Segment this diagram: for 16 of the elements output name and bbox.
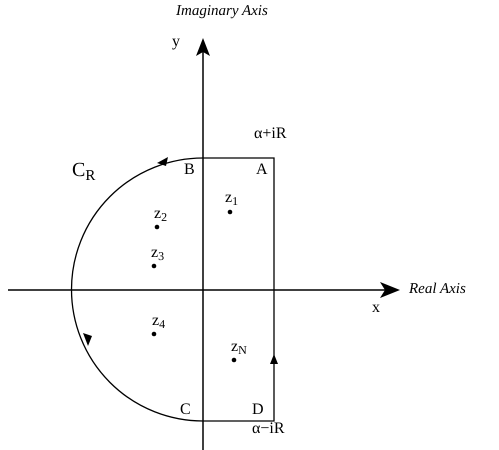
axis-label: Real Axis [409,282,466,297]
axis-variable: y [172,34,180,50]
contour-label: C$_{R}$ [72,160,96,180]
point-label: α+iR [254,126,287,142]
corner-label: A [256,162,268,178]
corner-label: C [180,402,191,418]
pole-label: z$_{4}$ [152,313,166,329]
corner-label: B [184,162,195,178]
axis-variable: x [372,300,380,316]
pole-label: z$_{3}$ [151,245,164,261]
point-label: α−iR [252,421,285,437]
pole-label: z$_{1}$ [225,190,238,206]
axis-label: Imaginary Axis [176,4,268,19]
pole-label: z$_{2}$ [154,206,168,222]
corner-label: D [252,402,264,418]
pole-label: z$_{N}$ [231,339,247,355]
